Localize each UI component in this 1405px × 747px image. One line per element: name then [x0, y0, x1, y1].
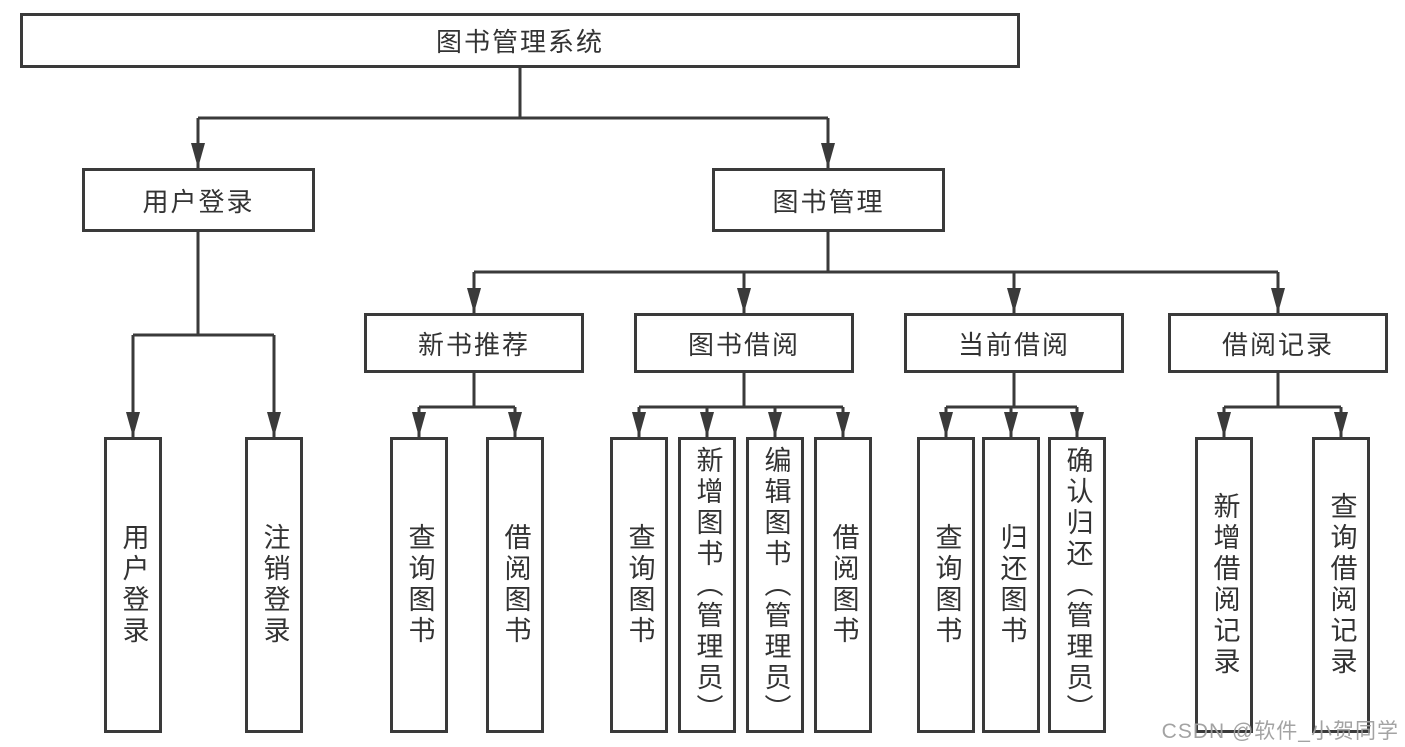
arrowhead — [632, 412, 646, 437]
arrowhead — [508, 412, 522, 437]
node-label: 归还图书 — [996, 523, 1027, 647]
node-new-book-recommend: 新书推荐 — [364, 313, 584, 373]
arrowhead — [836, 412, 850, 437]
connector-user-login-branch — [126, 232, 281, 437]
node-user-login: 用户登录 — [82, 168, 315, 232]
arrowhead — [737, 288, 751, 313]
leaf-query-borrow-record: 查询借阅记录 — [1312, 437, 1370, 733]
connector-root-to-level2 — [191, 68, 835, 168]
arrowhead — [700, 412, 714, 437]
node-label: 用户登录 — [118, 523, 149, 647]
arrowhead — [1217, 412, 1231, 437]
node-book-management: 图书管理 — [712, 168, 945, 232]
leaf-add-book-admin: 新增图书（管理员） — [678, 437, 736, 733]
leaf-borrow-book-recommend: 借阅图书 — [486, 437, 544, 733]
node-label: 查询图书 — [624, 523, 655, 647]
arrowhead — [821, 143, 835, 168]
node-label: 用户登录 — [142, 186, 255, 217]
leaf-add-borrow-record: 新增借阅记录 — [1195, 437, 1253, 733]
node-label: 借阅图书 — [828, 523, 859, 647]
leaf-confirm-return-admin: 确认归还（管理员） — [1048, 437, 1106, 733]
arrowhead — [1271, 288, 1285, 313]
node-book-borrow: 图书借阅 — [634, 313, 854, 373]
connector-borrow-records-branch — [1217, 373, 1348, 437]
leaf-query-book-recommend: 查询图书 — [390, 437, 448, 733]
node-label: 借阅记录 — [1221, 329, 1334, 360]
node-label: 图书管理 — [772, 186, 885, 217]
arrowhead — [768, 412, 782, 437]
leaf-return-book: 归还图书 — [982, 437, 1040, 733]
connector-current-borrow-branch — [939, 373, 1084, 437]
arrowhead — [267, 412, 281, 437]
connector-book-borrow-branch — [632, 373, 850, 437]
node-label: 图书管理系统 — [435, 27, 604, 57]
node-label: 查询图书 — [404, 523, 435, 647]
leaf-user-login: 用户登录 — [104, 437, 162, 733]
arrowhead — [126, 412, 140, 437]
node-root-system: 图书管理系统 — [20, 13, 1020, 68]
node-label: 编辑图书（管理员） — [760, 445, 791, 725]
connector-new-book-recommend-branch — [412, 373, 522, 437]
node-label: 当前借阅 — [957, 329, 1070, 360]
node-label: 新增图书（管理员） — [692, 445, 723, 725]
node-borrow-records: 借阅记录 — [1168, 313, 1388, 373]
leaf-logout: 注销登录 — [245, 437, 303, 733]
connector-book-management-branch — [467, 232, 1285, 313]
arrowhead — [1070, 412, 1084, 437]
csdn-watermark: CSDN @软件_小贺同学 — [1161, 720, 1399, 743]
leaf-borrow-book: 借阅图书 — [814, 437, 872, 733]
node-label: 注销登录 — [259, 523, 290, 647]
leaf-edit-book-admin: 编辑图书（管理员） — [746, 437, 804, 733]
node-label: 新增借阅记录 — [1209, 492, 1240, 678]
node-label: 查询图书 — [931, 523, 962, 647]
node-current-borrow: 当前借阅 — [904, 313, 1124, 373]
arrowhead — [939, 412, 953, 437]
node-label: 图书借阅 — [687, 329, 800, 360]
arrowhead — [1007, 288, 1021, 313]
node-label: 查询借阅记录 — [1326, 492, 1357, 678]
arrowhead — [1334, 412, 1348, 437]
arrowhead — [191, 143, 205, 168]
leaf-query-book-current: 查询图书 — [917, 437, 975, 733]
node-label: 借阅图书 — [500, 523, 531, 647]
leaf-query-book-borrow: 查询图书 — [610, 437, 668, 733]
arrowhead — [467, 288, 481, 313]
node-label: 新书推荐 — [417, 329, 530, 360]
node-label: 确认归还（管理员） — [1062, 445, 1093, 725]
arrowhead — [412, 412, 426, 437]
arrowhead — [1004, 412, 1018, 437]
